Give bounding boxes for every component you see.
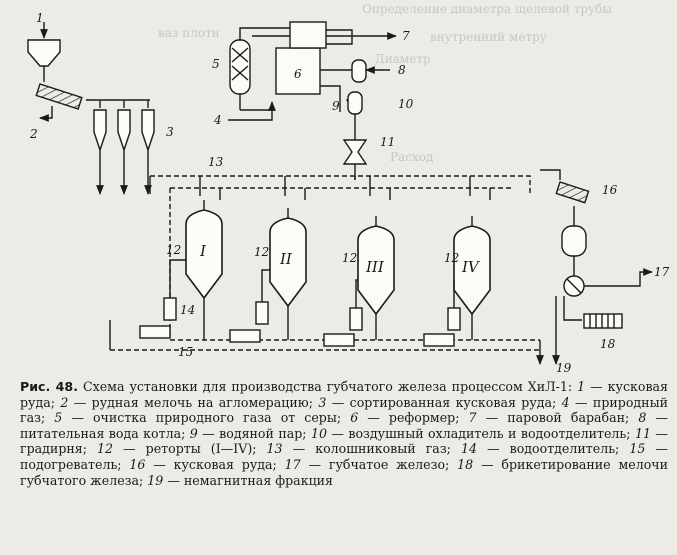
label-6: 6 [294, 67, 302, 81]
caption-item-text: — брикетирование мелочи губчатого железа… [20, 456, 668, 488]
caption-item-text: — природный газ; [20, 394, 668, 426]
process-diagram: 1 2 3 4 5 6 7 8 9 10 11 12 12 12 12 13 1… [27, 11, 670, 375]
label-12c: 12 [342, 251, 357, 265]
caption-item-number: 14 [460, 441, 477, 457]
air-cooler [347, 91, 363, 130]
label-12b: 12 [254, 245, 269, 259]
caption-item-number: 19 [147, 472, 164, 488]
caption-item-number: 4 [561, 394, 570, 410]
bleed-text-2: ваз плотн [158, 26, 220, 40]
heaters [139, 325, 455, 347]
caption-item-number: 15 [629, 441, 646, 457]
caption-item-number: 11 [634, 425, 651, 441]
retort-label-1: I [199, 242, 207, 260]
bleed-text-3: внутренний метру [430, 30, 547, 44]
caption-item-number: 9 [189, 425, 198, 441]
caption-item-number: 17 [284, 456, 301, 472]
caption-item-text: — очистка природного газа от серы; [62, 410, 351, 426]
label-13: 13 [208, 155, 224, 169]
caption-item-text: — реторты (I—IV); [113, 441, 267, 457]
caption-title: Рис. 48. [20, 379, 78, 394]
label-17: 17 [654, 265, 670, 279]
caption-item-number: 18 [457, 456, 474, 472]
label-2: 2 [29, 127, 38, 141]
caption-items: 1 — кусковая руда; 2 — рудная мелочь на … [20, 379, 668, 488]
label-11: 11 [380, 135, 395, 149]
caption-item-number: 16 [129, 456, 146, 472]
label-16: 16 [602, 183, 618, 197]
water-separators [163, 297, 461, 331]
caption-item-text: — воздушный охладитель и водоотделитель; [326, 425, 635, 441]
figure-caption: Рис. 48. Схема установки для производств… [20, 379, 668, 488]
caption-item-number: 13 [266, 441, 283, 457]
retort-label-3: III [365, 258, 385, 276]
ore-hopper [27, 39, 61, 67]
label-5: 5 [212, 57, 220, 71]
desulfurizer [229, 39, 251, 110]
caption-item-number: 7 [468, 410, 477, 426]
caption-item-number: 8 [638, 410, 647, 426]
label-15: 15 [178, 345, 193, 359]
caption-item-text: — питательная вода котла; [20, 410, 668, 441]
caption-item-number: 10 [310, 425, 327, 441]
caption-item-text: — кусковая руда; [145, 456, 285, 472]
retort-label-2: II [279, 250, 293, 268]
bleed-text-1: Определение диаметра щелевой трубы [362, 2, 612, 16]
briquetting-press [583, 313, 623, 329]
label-19: 19 [556, 361, 572, 375]
label-18: 18 [600, 337, 616, 351]
caption-item-text: — водоотделитель; [476, 441, 630, 457]
caption-item-number: 5 [54, 410, 63, 426]
caption-item-number: 12 [96, 441, 114, 457]
sorted-ore-bins [93, 109, 155, 195]
caption-intro: Схема установки для производства губчато… [77, 379, 578, 394]
caption-item-number: 3 [318, 394, 327, 410]
label-12a: 12 [166, 243, 181, 257]
bleed-text-5: Расход [390, 150, 434, 164]
cooler-vessel [561, 225, 587, 257]
bleed-text-4: Диаметр [375, 52, 431, 66]
caption-item-text: — кусковая руда; [20, 379, 668, 410]
label-12d: 12 [444, 251, 459, 265]
caption-item-text: — паровой барабан; [476, 410, 639, 426]
steam-drum [351, 59, 390, 83]
screen-hatched [35, 83, 83, 110]
caption-item-text: — сортированная кусковая руда; [326, 394, 562, 410]
caption-item-number: 2 [60, 394, 69, 410]
reformer [252, 21, 353, 95]
label-8: 8 [398, 63, 406, 77]
caption-item-text: — реформер; [358, 410, 469, 426]
label-7: 7 [402, 29, 410, 43]
caption-item-text: — колошниковый газ; [282, 441, 461, 457]
cooling-tower [342, 130, 368, 180]
label-9: 9 [332, 99, 340, 113]
caption-item-number: 6 [350, 410, 359, 426]
caption-item-number: 1 [577, 379, 586, 394]
magnetic-separator [555, 181, 590, 204]
label-10: 10 [398, 97, 414, 111]
label-4: 4 [213, 113, 222, 127]
label-3: 3 [166, 125, 174, 139]
label-14: 14 [180, 303, 195, 317]
retort-label-4: IV [461, 258, 481, 276]
label-1: 1 [36, 11, 44, 25]
caption-item-text: — губчатое железо; [300, 456, 458, 472]
caption-item-text: — рудная мелочь на агломерацию; [68, 394, 319, 410]
caption-item-text: — подогреватель; [20, 441, 668, 472]
caption-item-text: — немагнитная фракция [163, 472, 334, 488]
caption-item-text: — градирня; [20, 425, 668, 457]
caption-item-text: — водяной пар; [197, 425, 311, 441]
